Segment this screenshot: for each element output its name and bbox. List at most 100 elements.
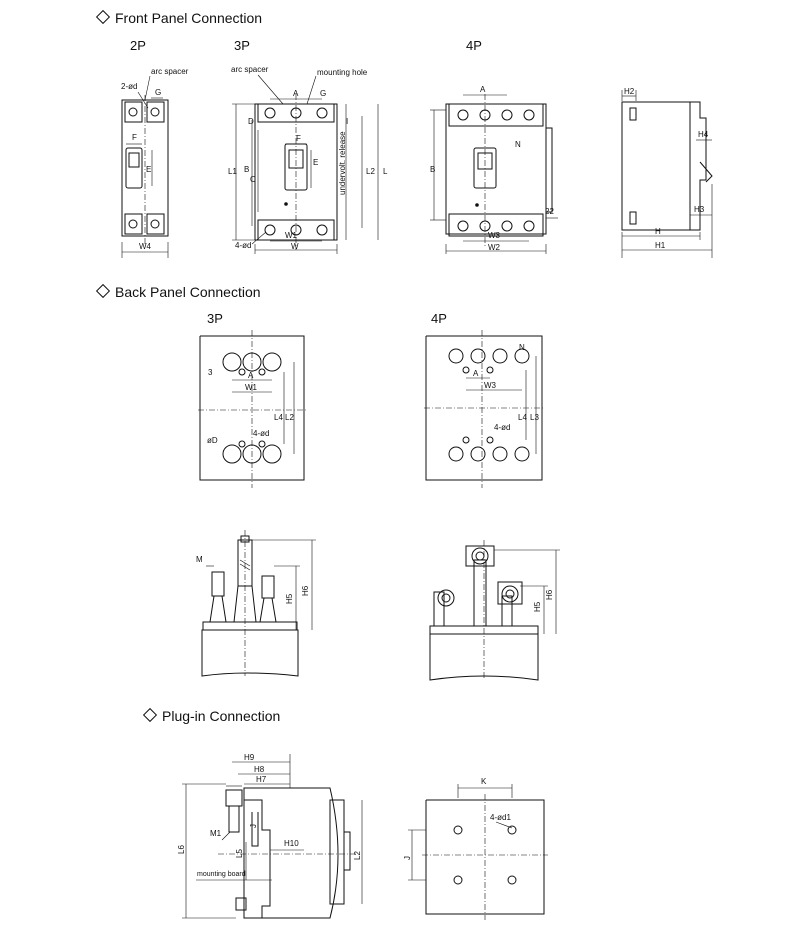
label-N-back: N bbox=[519, 343, 525, 352]
drawing-circle bbox=[258, 368, 266, 376]
drawing-circle bbox=[150, 219, 160, 229]
drawing-circle bbox=[471, 547, 489, 565]
section-title-plugin: Plug-in Connection bbox=[162, 708, 281, 724]
dim-label-three: 3 bbox=[208, 368, 213, 377]
callout-undervolt: undervolt. release bbox=[338, 131, 347, 195]
dim-4-od1: 4-ød1 bbox=[490, 813, 511, 822]
drawing-circle bbox=[514, 348, 530, 364]
dim-label-C: C bbox=[250, 175, 256, 184]
drawing-line bbox=[251, 231, 267, 245]
drawing-rect bbox=[225, 789, 243, 807]
drawing-circle bbox=[284, 202, 288, 206]
drawing-rect bbox=[228, 805, 240, 833]
drawing-polygon bbox=[209, 595, 227, 623]
drawing-polyline bbox=[199, 335, 305, 481]
dim-label-L2: L2 bbox=[366, 167, 375, 176]
section-title-back: Back Panel Connection bbox=[115, 284, 261, 300]
drawing-circle bbox=[486, 436, 494, 444]
drawing-circle bbox=[316, 107, 328, 119]
pole-label-2p: 2P bbox=[130, 38, 146, 53]
dim-label-twentytwo: 22 bbox=[545, 207, 554, 216]
section-heading-front: Front Panel Connection bbox=[95, 10, 262, 26]
drawing-polyline bbox=[425, 335, 543, 481]
dim-label-D: D bbox=[248, 117, 254, 126]
drawing-rect bbox=[211, 571, 225, 597]
callout-arc-spacer-2p: arc spacer bbox=[151, 67, 189, 76]
drawing-circle bbox=[238, 440, 246, 448]
dim-label-W: W bbox=[291, 242, 299, 251]
drawing-circle bbox=[523, 220, 535, 232]
drawing-circle bbox=[501, 585, 519, 603]
dim-label-I: I bbox=[346, 117, 348, 126]
dim-label-H4: H4 bbox=[698, 130, 709, 139]
pole-label-3p: 3P bbox=[234, 38, 250, 53]
drawing-rect bbox=[545, 127, 553, 213]
plugin-back-view: K J 4-ød1 bbox=[403, 777, 548, 920]
drawing-line bbox=[257, 74, 284, 105]
dim-label-oD: øD bbox=[207, 436, 218, 445]
drawing-circle bbox=[150, 107, 160, 117]
drawing-circle bbox=[475, 551, 485, 561]
drawing-circle bbox=[457, 220, 469, 232]
dim-label-H8: H8 bbox=[254, 765, 265, 774]
drawing-circle bbox=[514, 446, 530, 462]
drawing-circle bbox=[492, 348, 508, 364]
drawing-circle bbox=[501, 109, 513, 121]
drawing-path bbox=[201, 629, 299, 677]
drawing-circle bbox=[486, 366, 494, 374]
drawing-rect bbox=[343, 831, 351, 871]
drawing-rect bbox=[329, 799, 345, 905]
dim-label-L3: L3 bbox=[530, 413, 539, 422]
drawing-circle bbox=[453, 875, 463, 885]
front-4p-drawing: N A B 22 W3 W2 bbox=[430, 85, 558, 254]
drawing-circle bbox=[457, 109, 469, 121]
drawing-circle bbox=[262, 352, 282, 372]
dim-label-B: B bbox=[430, 165, 435, 174]
drawing-circle bbox=[262, 444, 282, 464]
drawing-rect bbox=[128, 152, 140, 168]
drawing-circle bbox=[264, 107, 276, 119]
drawing-rect bbox=[433, 591, 445, 627]
dim-W4: W4 bbox=[139, 242, 152, 251]
drawing-circle bbox=[437, 589, 455, 607]
dim-label-four_od: 4-ød bbox=[253, 429, 269, 438]
dim-label-H6: H6 bbox=[301, 585, 310, 596]
dim-label-K: K bbox=[481, 777, 487, 786]
dim-label-H5: H5 bbox=[285, 593, 294, 604]
front-2p-drawing: W4 2-ød arc spacer G F E bbox=[121, 67, 189, 258]
pole-label-back-3p: 3P bbox=[207, 311, 223, 326]
dim-label-W3: W3 bbox=[488, 231, 501, 240]
drawing-rect bbox=[629, 211, 637, 225]
drawing-line bbox=[495, 821, 513, 829]
dim-label-W1: W1 bbox=[245, 383, 258, 392]
dim-label-L4: L4 bbox=[518, 413, 527, 422]
dim-label-L1: L1 bbox=[228, 167, 237, 176]
drawing-circle bbox=[128, 219, 138, 229]
dim-label-A: A bbox=[293, 89, 299, 98]
dim-label-W3: W3 bbox=[484, 381, 497, 390]
side-view-drawing: H2 H4 H3 H H1 bbox=[621, 87, 713, 258]
dim-label-F: F bbox=[296, 134, 301, 143]
dim-label-A: A bbox=[248, 371, 254, 380]
drawing-rect bbox=[448, 213, 544, 237]
pole-label-4p: 4P bbox=[466, 38, 482, 53]
back-4p-stud-view: H5 H6 bbox=[429, 540, 560, 681]
drawing-circle bbox=[505, 589, 515, 599]
dim-label-B: B bbox=[244, 165, 249, 174]
drawing-circle bbox=[222, 444, 242, 464]
section-heading-plugin: Plug-in Connection bbox=[142, 708, 281, 724]
section-heading-back: Back Panel Connection bbox=[95, 284, 261, 300]
drawing-circle bbox=[470, 348, 486, 364]
dim-label-G: G bbox=[320, 89, 326, 98]
drawing-rect bbox=[621, 101, 691, 231]
drawing-circle bbox=[453, 825, 463, 835]
dim-label-F: F bbox=[132, 133, 137, 142]
drawing-circle bbox=[501, 220, 513, 232]
drawing-circle bbox=[258, 440, 266, 448]
drawing-rect bbox=[124, 213, 143, 235]
drawing-circle bbox=[462, 366, 470, 374]
dim-label-E: E bbox=[313, 158, 318, 167]
drawing-circle bbox=[507, 875, 517, 885]
dim-label-H2: H2 bbox=[624, 87, 635, 96]
